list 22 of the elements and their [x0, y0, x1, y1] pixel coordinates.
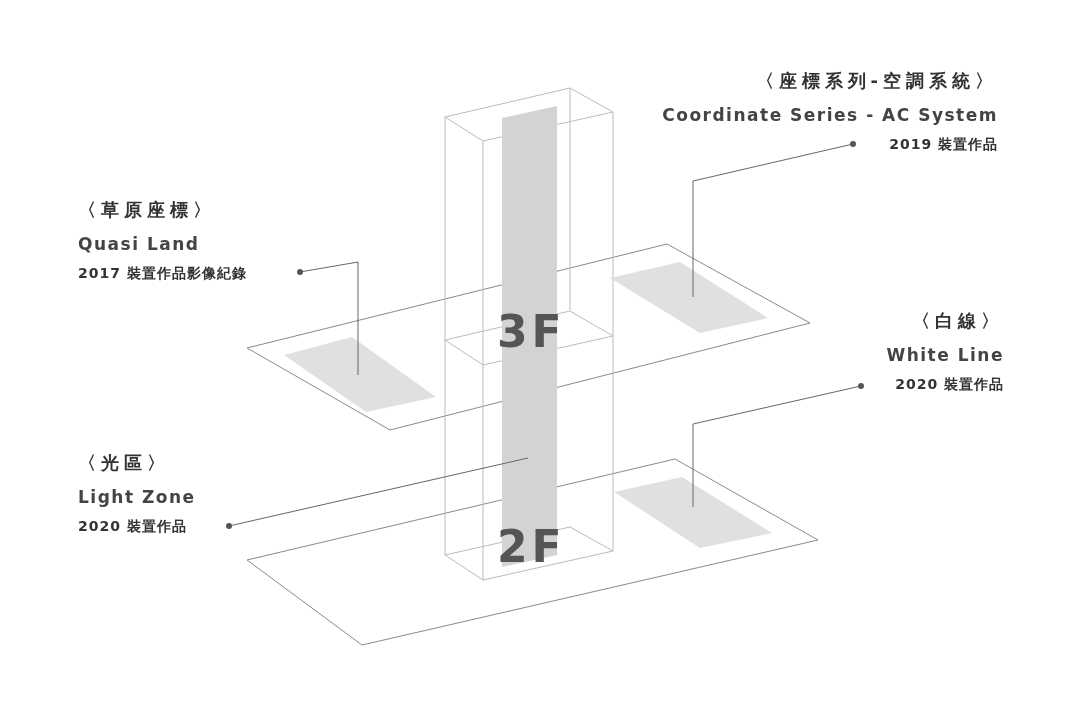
- shaded-area: [610, 262, 768, 333]
- work-title: 〈座標系列-空調系統〉: [755, 69, 998, 93]
- leader-line: [692, 383, 864, 508]
- leader-line: [226, 457, 529, 529]
- work-english-title: White Line: [886, 344, 1004, 367]
- work-english-title: Quasi Land: [78, 233, 201, 256]
- work-english-title: Light Zone: [78, 486, 196, 509]
- work-title: 〈草原座標〉: [78, 198, 217, 222]
- work-year-note: 2017 裝置作品影像紀錄: [78, 264, 247, 283]
- floor-label: 3F: [497, 310, 566, 354]
- work-year-note: 2019 裝置作品: [889, 135, 998, 154]
- work-title: 〈光區〉: [78, 451, 171, 475]
- shaded-area: [614, 477, 772, 548]
- work-english-title: Coordinate Series - AC System: [662, 104, 998, 127]
- shaded-area: [284, 337, 436, 412]
- work-title: 〈白線〉: [912, 309, 1004, 333]
- floor-label: 2F: [497, 525, 566, 569]
- work-year-note: 2020 裝置作品: [895, 375, 1004, 394]
- leader-line: [692, 141, 856, 298]
- leader-line: [297, 261, 359, 376]
- work-year-note: 2020 裝置作品: [78, 517, 188, 536]
- shaded-column: [502, 106, 557, 567]
